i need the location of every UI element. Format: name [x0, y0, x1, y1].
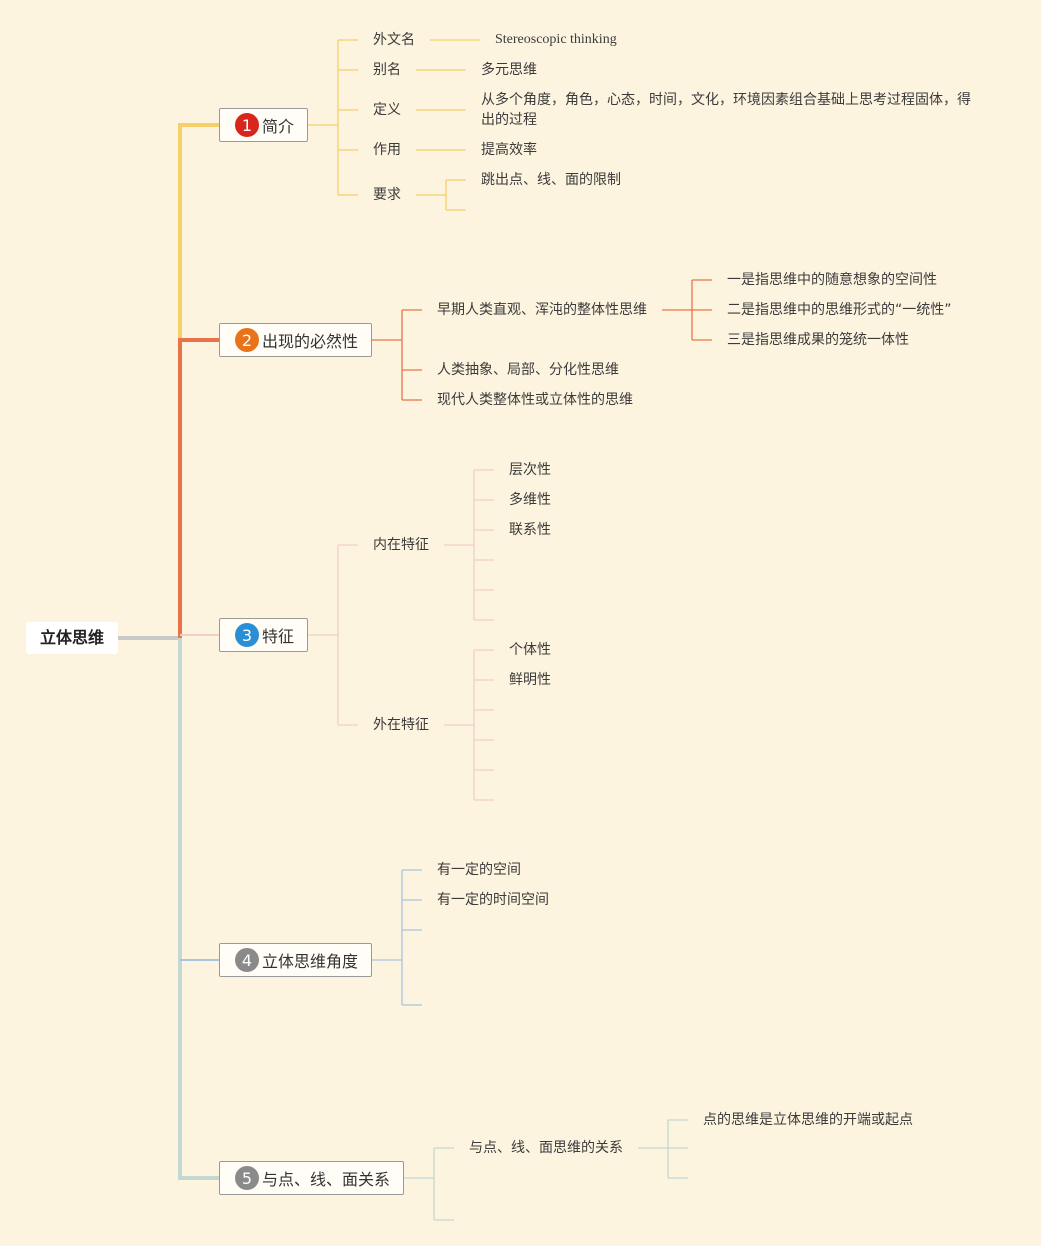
topic-external-features[interactable]: 外在特征 — [373, 717, 429, 733]
value-definition[interactable]: 从多个角度，角色，心态，时间，文化，环境因素组合基础上思考过程固体，得出的过程 — [481, 92, 971, 128]
value-alias[interactable]: 多元思维 — [481, 62, 537, 78]
branch-label: 特征 — [262, 627, 295, 646]
feature-hierarchy[interactable]: 层次性 — [509, 462, 551, 478]
topic-abstract-thinking[interactable]: 人类抽象、局部、分化性思维 — [437, 362, 619, 378]
label-function[interactable]: 作用 — [373, 142, 401, 158]
branch-node-necessity[interactable]: 2 出现的必然性 — [219, 323, 372, 357]
number-badge: 1 — [235, 113, 259, 137]
feature-connectivity[interactable]: 联系性 — [509, 522, 551, 538]
label-alias[interactable]: 别名 — [373, 62, 401, 78]
topic-time-space[interactable]: 有一定的时间空间 — [437, 892, 549, 908]
number-badge: 2 — [235, 328, 259, 352]
feature-individuality[interactable]: 个体性 — [509, 642, 551, 658]
branch-label: 立体思维角度 — [262, 952, 359, 971]
subtopic-point-thinking[interactable]: 点的思维是立体思维的开端或起点 — [703, 1112, 913, 1128]
branch-node-angles[interactable]: 4 立体思维角度 — [219, 943, 372, 977]
topic-point-line-plane[interactable]: 与点、线、面思维的关系 — [469, 1140, 623, 1156]
branch-node-intro[interactable]: 1 简介 — [219, 108, 308, 142]
label-foreign-name[interactable]: 外文名 — [373, 32, 415, 48]
subtopic-spatial[interactable]: 一是指思维中的随意想象的空间性 — [727, 272, 937, 288]
branch-label: 简介 — [262, 117, 295, 136]
branch-node-relation[interactable]: 5 与点、线、面关系 — [219, 1161, 404, 1195]
topic-modern-thinking[interactable]: 现代人类整体性或立体性的思维 — [437, 392, 633, 408]
branch-node-features[interactable]: 3 特征 — [219, 618, 308, 652]
label-requirement[interactable]: 要求 — [373, 187, 401, 203]
branch-label: 出现的必然性 — [262, 332, 359, 351]
topic-early-thinking[interactable]: 早期人类直观、浑沌的整体性思维 — [437, 302, 647, 318]
subtopic-unity[interactable]: 二是指思维中的思维形式的“一统性” — [727, 302, 952, 318]
value-function[interactable]: 提高效率 — [481, 142, 537, 158]
value-foreign-name[interactable]: Stereoscopic thinking — [495, 32, 617, 47]
feature-distinctiveness[interactable]: 鲜明性 — [509, 672, 551, 688]
number-badge: 5 — [235, 1166, 259, 1190]
topic-internal-features[interactable]: 内在特征 — [373, 537, 429, 553]
topic-certain-space[interactable]: 有一定的空间 — [437, 862, 521, 878]
subtopic-holistic[interactable]: 三是指思维成果的笼统一体性 — [727, 332, 909, 348]
feature-multidimensional[interactable]: 多维性 — [509, 492, 551, 508]
number-badge: 3 — [235, 623, 259, 647]
branch-label: 与点、线、面关系 — [262, 1170, 391, 1189]
value-requirement[interactable]: 跳出点、线、面的限制 — [481, 172, 621, 188]
number-badge: 4 — [235, 948, 259, 972]
root-node[interactable]: 立体思维 — [26, 622, 118, 654]
label-definition[interactable]: 定义 — [373, 102, 401, 118]
